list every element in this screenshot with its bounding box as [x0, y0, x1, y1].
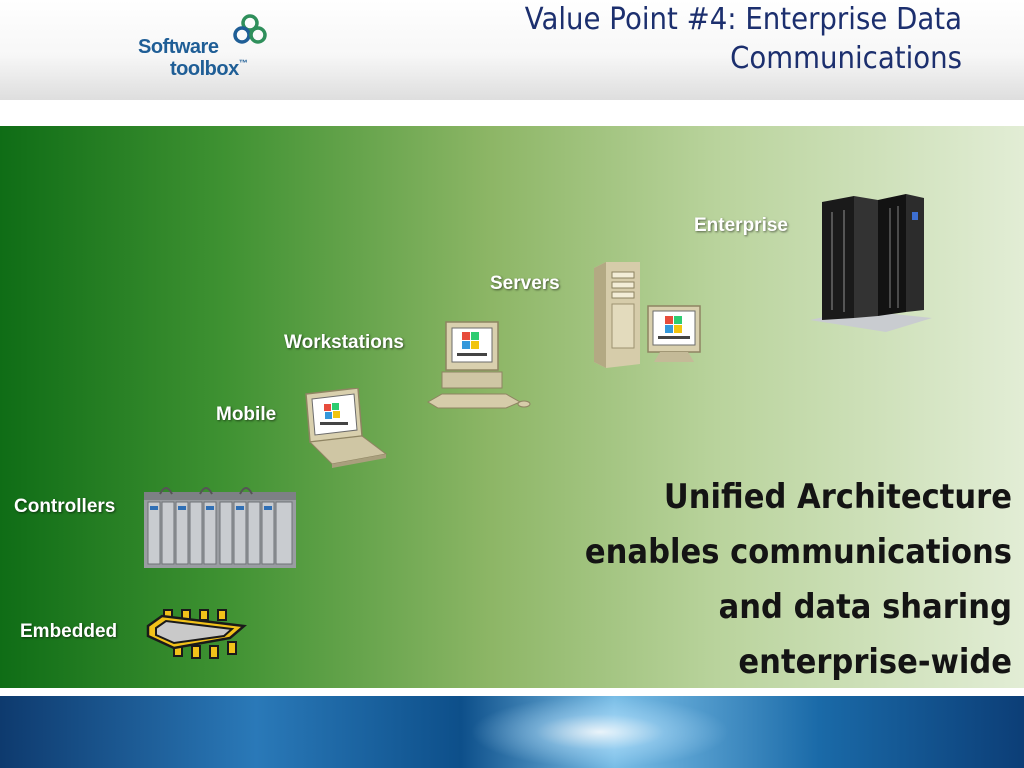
- title-line-1: Value Point #4: Enterprise Data: [524, 2, 962, 37]
- logo-text-toolbox: toolbox™: [170, 58, 248, 80]
- software-toolbox-logo: Software toolbox™: [134, 14, 274, 84]
- workstation-icon: [427, 321, 531, 409]
- mainframe-icon: [810, 194, 932, 332]
- laptop-icon: [305, 388, 388, 468]
- logo-text-software: Software: [138, 36, 219, 58]
- title-line-2: Communications: [730, 41, 962, 76]
- label-enterprise: Enterprise: [694, 215, 788, 236]
- server-icon: [594, 262, 701, 368]
- label-controllers: Controllers: [14, 496, 116, 517]
- architecture-panel: Enterprise Servers Workstations: [0, 126, 1024, 688]
- label-mobile: Mobile: [216, 404, 277, 425]
- label-servers: Servers: [490, 273, 560, 294]
- slide-header: Software toolbox™ Value Point #4: Enterp…: [0, 0, 1024, 100]
- slide-footer-band: [0, 696, 1024, 768]
- tagline-line-3: and data sharing: [718, 587, 1012, 627]
- tagline-line-1: Unified Architecture: [663, 477, 1012, 517]
- unified-architecture-tagline: Unified Architecture enables communicati…: [544, 470, 1012, 690]
- footer-light-glow: [470, 696, 730, 768]
- tagline-line-2: enables communications: [584, 532, 1012, 572]
- logo-mark-icon: [233, 14, 267, 44]
- microchip-icon: [146, 609, 247, 659]
- tagline-line-4: enterprise-wide: [738, 642, 1012, 682]
- slide-title: Value Point #4: Enterprise Data Communic…: [392, 0, 962, 78]
- label-workstations: Workstations: [284, 332, 405, 353]
- plc-controller-icon: [144, 487, 296, 568]
- label-embedded: Embedded: [20, 621, 118, 642]
